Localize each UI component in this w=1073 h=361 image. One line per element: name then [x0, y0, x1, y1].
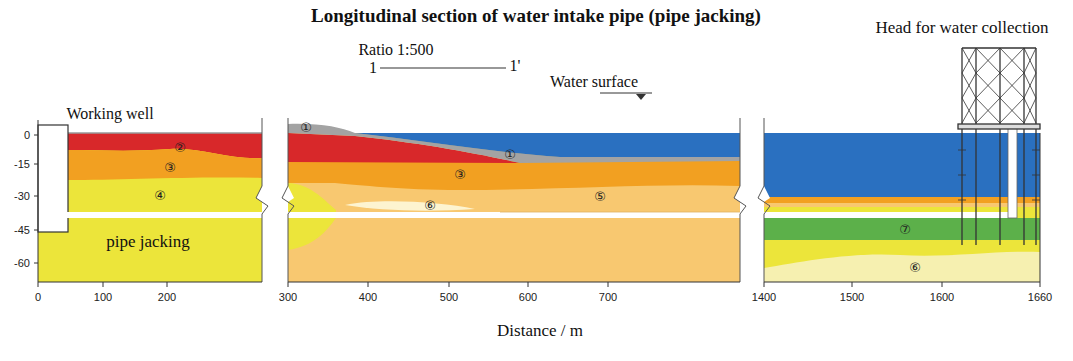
scale-ratio: Ratio 1:500: [358, 41, 433, 59]
x-tick: [528, 282, 529, 287]
tower-brace: [962, 98, 976, 123]
x-tick: [449, 282, 450, 287]
panel-right: [764, 128, 1040, 282]
axis-tick-label: 600: [519, 291, 537, 303]
tower-brace: [976, 48, 1000, 73]
callout-number: ⑥: [909, 261, 921, 275]
intake-head-tower: [958, 48, 1040, 245]
tower-brace: [1024, 98, 1036, 123]
tower-brace: [1024, 73, 1036, 98]
x-tick: [852, 282, 853, 287]
tower-brace: [962, 98, 976, 123]
tower-brace: [1000, 98, 1024, 123]
callout-number: ③: [164, 161, 176, 175]
structure-label: Head for water collection: [875, 19, 1048, 38]
x-tick: [764, 282, 765, 287]
panel-middle: [288, 124, 740, 282]
tower-brace: [1032, 150, 1040, 151]
tower-brace: [962, 48, 976, 73]
callout-number: ③: [454, 168, 466, 182]
axis-tick-label: 1600: [930, 291, 954, 303]
section-mark: 1: [369, 59, 377, 77]
axis-tick-label: 500: [440, 291, 458, 303]
scale-bar: [380, 67, 506, 68]
tower-brace: [1000, 73, 1024, 98]
axis-tick-label: 100: [94, 291, 112, 303]
x-tick: [368, 282, 369, 287]
axis-tick-label: 300: [279, 291, 297, 303]
callout-number: ①: [300, 121, 312, 135]
axes: [34, 120, 1040, 282]
callout-number: ①: [504, 148, 516, 162]
break-symbols: [256, 110, 770, 290]
axis-tick-label: 400: [359, 291, 377, 303]
tower-brace: [1024, 98, 1036, 123]
axis-tick-label: -60: [14, 257, 30, 269]
callout-number: ⑥: [424, 199, 436, 213]
panel-left: [38, 125, 262, 282]
axis-tick-label: 200: [158, 291, 176, 303]
tower-brace: [962, 73, 976, 98]
axis-tick-label: -45: [14, 224, 30, 236]
tower-brace: [976, 73, 1000, 98]
tower-brace: [976, 73, 1000, 98]
x-tick: [103, 282, 104, 287]
axis-tick-label: 1660: [1028, 291, 1052, 303]
callout-number: ⑦: [899, 223, 911, 237]
tower-brace: [958, 175, 966, 176]
tower-brace: [1000, 48, 1024, 73]
axis-tick-label: 0: [35, 291, 41, 303]
tower-brace: [1000, 73, 1024, 98]
tower-brace: [958, 150, 966, 151]
water-surface-marker: [600, 93, 652, 100]
tower-brace: [1000, 48, 1024, 73]
callout-number: ④: [154, 189, 166, 203]
axis-tick-label: 1500: [840, 291, 864, 303]
tower-brace: [1000, 98, 1024, 123]
x-tick: [942, 282, 943, 287]
tower-brace: [1032, 200, 1040, 201]
axis-tick-label: -30: [14, 190, 30, 202]
callout-number: ②: [174, 141, 186, 155]
x-tick: [167, 282, 168, 287]
tower-brace: [1024, 48, 1036, 73]
tower-brace: [976, 98, 1000, 123]
axis-title: Distance / m: [497, 322, 583, 341]
structure-label: pipe jacking: [106, 233, 190, 252]
x-ticks: [38, 282, 1040, 287]
tower-brace: [976, 48, 1000, 73]
x-tick: [288, 282, 289, 287]
tower-brace: [962, 48, 976, 73]
callout-number: ⑤: [594, 190, 606, 204]
axis-tick-label: 700: [599, 291, 617, 303]
water-label: Water surface: [550, 73, 638, 91]
axis-tick-label: -15: [14, 158, 30, 170]
tower-brace: [1024, 48, 1036, 73]
diagram-title: Longitudinal section of water intake pip…: [311, 6, 761, 27]
x-tick: [38, 282, 39, 287]
structure-label: Working well: [66, 105, 153, 123]
tower-brace: [962, 73, 976, 98]
x-tick: [608, 282, 609, 287]
axis-tick-label: 0: [24, 129, 30, 141]
axis-tick-label: 1400: [752, 291, 776, 303]
x-tick: [1040, 282, 1041, 287]
section-mark: 1': [510, 57, 521, 75]
tower-brace: [976, 98, 1000, 123]
tower-brace: [1032, 175, 1040, 176]
tower-brace: [1024, 73, 1036, 98]
tower-brace: [958, 200, 966, 201]
